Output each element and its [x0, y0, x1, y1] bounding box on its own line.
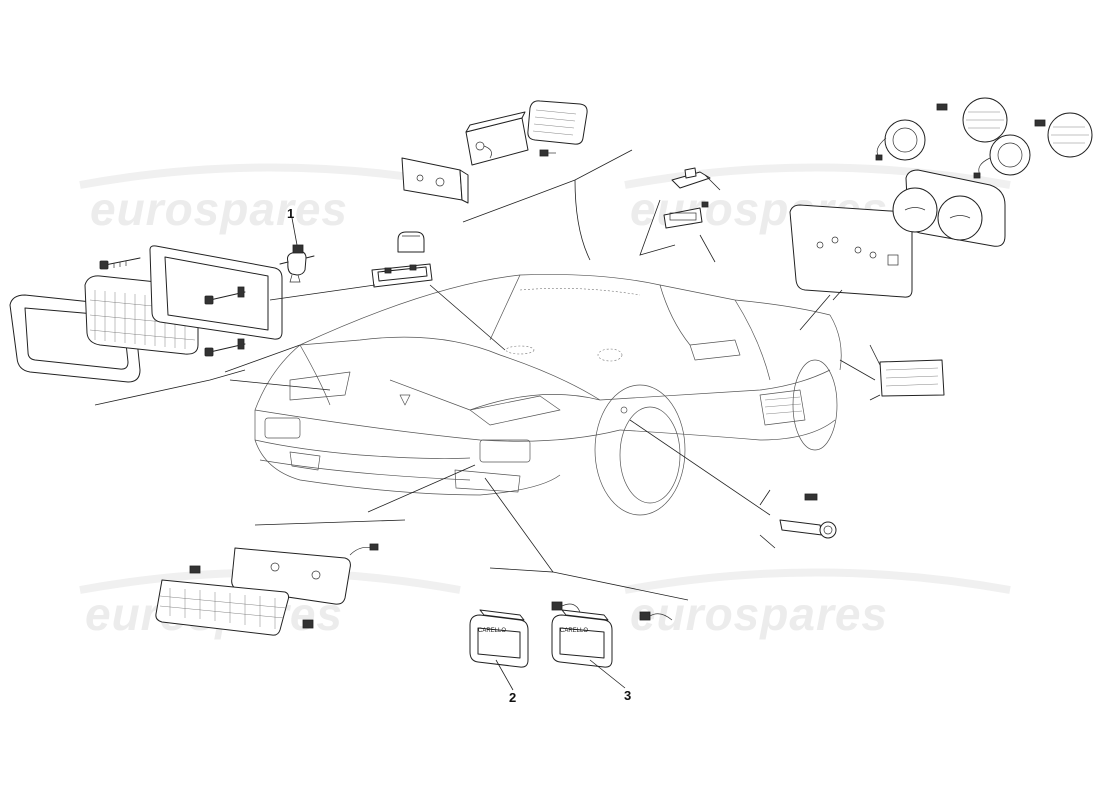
front-indicator-lamp-icon [155, 543, 379, 636]
leader-tail-lamp-car [799, 294, 831, 331]
leader-licence-lamp-a [639, 199, 676, 256]
fog-lamp-3-brand: CARELLO [560, 628, 588, 634]
leader-indicator-a [254, 519, 406, 526]
leader-plate-lamp-b [429, 284, 506, 351]
callout-leader-2 [495, 659, 514, 691]
leader-side-marker-a [869, 344, 881, 366]
leader-indicator-car [367, 464, 476, 513]
leader-side-marker-b [869, 394, 881, 401]
licence-lamp-icon [663, 167, 711, 229]
fog-lamp-icon: CARELLO CARELLO [469, 601, 673, 668]
callout-leader-1 [291, 217, 298, 246]
number-plate-lamp-icon [371, 231, 433, 288]
leader-side-marker-car [839, 359, 876, 381]
rear-fog-lamp-icon [401, 100, 588, 204]
fog-lamp-2-brand: CARELLO [478, 628, 506, 634]
leader-repeater-a [759, 489, 771, 506]
leader-repeater-b [759, 534, 776, 549]
leader-fog-car [484, 477, 554, 573]
leader-headlamp [94, 369, 246, 406]
adjuster-screw-icon [99, 257, 246, 357]
leader-fog-bulb [552, 571, 689, 601]
car-body-icon [254, 274, 842, 516]
side-repeater-lamp-icon [779, 493, 837, 539]
callout-label-2: 2 [509, 690, 516, 705]
leader-bracket [224, 344, 301, 373]
side-marker-lamp-icon [879, 359, 945, 397]
leader-licence-lamp-c [704, 174, 721, 191]
leader-headlamp-to-car [229, 379, 331, 391]
leader-plate-lamp-a [269, 284, 376, 301]
watermark-top-left: eurospares [90, 183, 348, 235]
leader-rear-fog [462, 149, 633, 223]
tail-lamp-icon [789, 97, 1093, 298]
callout-leader-3 [589, 659, 626, 689]
callout-label-1: 1 [287, 206, 294, 221]
callout-label-3: 3 [624, 688, 631, 703]
headlamp-assembly-icon [9, 245, 283, 383]
headlamp-bulb-icon [279, 244, 315, 283]
leader-tail-lamp [832, 289, 843, 301]
leader-rear-fog-car [574, 179, 591, 261]
leader-licence-lamp-b [699, 234, 716, 263]
leader-repeater-car [629, 419, 771, 516]
